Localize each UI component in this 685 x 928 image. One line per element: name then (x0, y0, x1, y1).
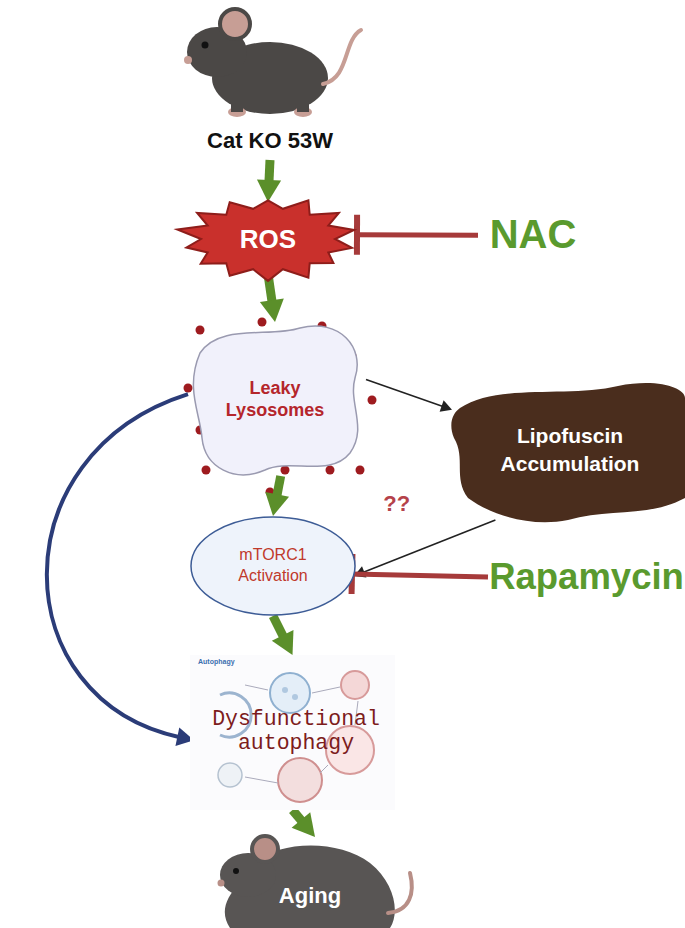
node-text: Lipofuscin Accumulation (470, 422, 670, 479)
autophagy-node: Dysfunctional autophagy (190, 655, 395, 810)
text-area: Lipofuscin Accumulation (470, 400, 670, 500)
connector (357, 215, 478, 255)
text-area: Cat KO 53W (165, 122, 375, 160)
node-text: mTORC1 Activation (212, 545, 334, 587)
node-text: Leaky Lysosomes (208, 377, 342, 422)
node-text: Cat KO 53W (207, 128, 333, 154)
lysosome-node: Leaky Lysosomes (180, 318, 370, 480)
node-text: Rapamycin (489, 556, 684, 598)
mouse-illustration (210, 833, 420, 928)
node-text: NAC (490, 212, 577, 257)
leak-dots (184, 318, 377, 497)
node-text: Dysfunctional autophagy (212, 708, 380, 755)
caption-label: Autophagy (198, 658, 235, 665)
text-area: Leaky Lysosomes (208, 358, 342, 440)
edge-label: ?? (381, 491, 412, 517)
text-area: NAC (478, 205, 588, 263)
text-area: Dysfunctional autophagy (212, 695, 380, 769)
lysosome-blob (180, 318, 370, 480)
node-text: ROS (240, 224, 296, 255)
connector (292, 810, 315, 837)
drug-label: Rapamycin (488, 548, 685, 606)
node-text: Aging (279, 883, 341, 909)
drug-label: NAC (478, 205, 588, 263)
connector (366, 380, 452, 412)
connector (47, 394, 194, 746)
mouse-node: Cat KO 53W (165, 0, 375, 160)
lipofuscin-blob (448, 378, 685, 522)
connector (272, 616, 294, 655)
text-area: mTORC1 Activation (212, 534, 334, 598)
connector (265, 476, 289, 516)
text-area: Aging (230, 873, 390, 919)
connector (354, 520, 495, 578)
text-area: Rapamycin (488, 548, 685, 606)
ros-burst: ROS (175, 196, 361, 282)
mtorc1-ellipse: mTORC1 Activation (190, 516, 356, 616)
connector (260, 274, 284, 322)
mouse-node: Aging (210, 833, 420, 928)
text-area: ROS (215, 216, 321, 262)
connector (257, 160, 281, 202)
ellipse-shape (190, 516, 356, 616)
connector (352, 554, 488, 594)
lipofuscin-node: Lipofuscin Accumulation (448, 378, 685, 522)
